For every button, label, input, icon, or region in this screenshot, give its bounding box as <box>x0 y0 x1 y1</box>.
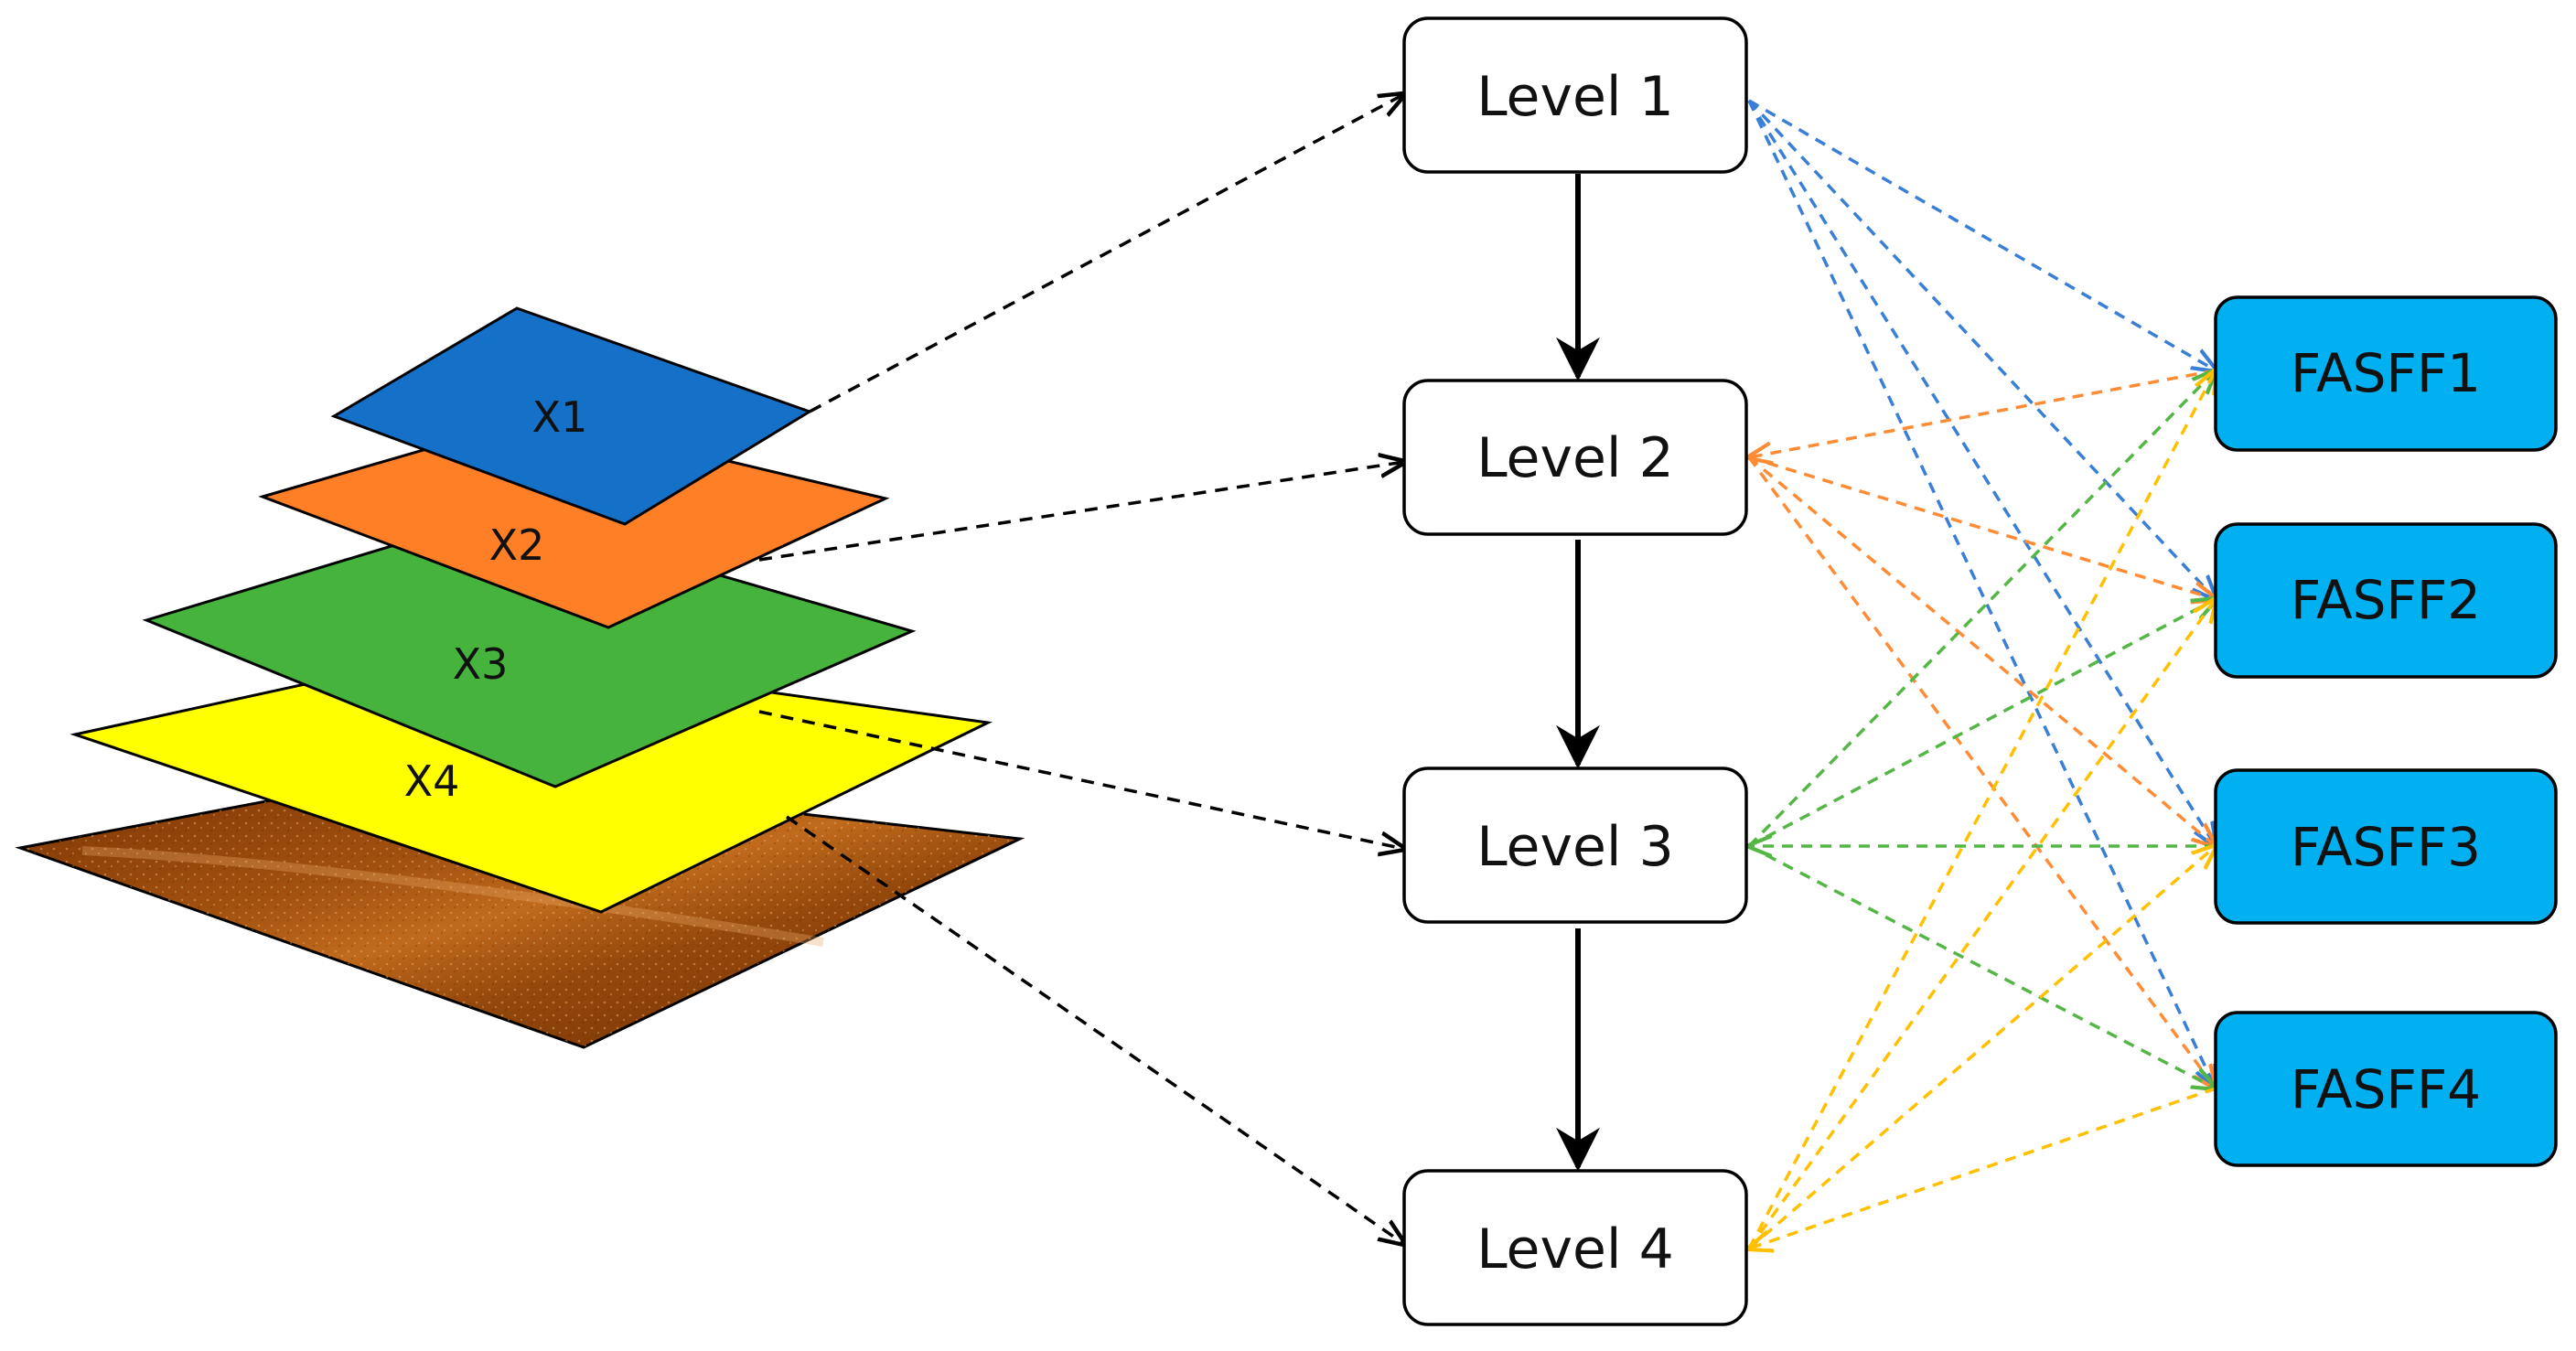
level-2-label: Level 2 <box>1476 426 1674 490</box>
level-1-box: Level 1 <box>1402 16 1748 174</box>
fasff-1-box: FASFF1 <box>2214 295 2558 452</box>
level-4-box: Level 4 <box>1402 1169 1748 1326</box>
layer-x1-label: X1 <box>532 392 588 442</box>
layer-x3-label: X3 <box>453 639 509 689</box>
fasff-4-box: FASFF4 <box>2214 1011 2558 1167</box>
level-4-label: Level 4 <box>1476 1217 1674 1281</box>
layer-x3: X3 <box>142 510 917 788</box>
fusion-link <box>1747 599 2216 1250</box>
fasff-3-label: FASFF3 <box>2291 816 2481 878</box>
fusion-links <box>1747 99 2216 1249</box>
input-feature-stack: X4 X3 X2 X1 <box>15 306 1025 1049</box>
fusion-link <box>1748 844 2216 1088</box>
level-3-box: Level 3 <box>1402 767 1748 924</box>
fasff-2-label: FASFF2 <box>2291 569 2481 631</box>
level-1-label: Level 1 <box>1476 65 1674 129</box>
fusion-link <box>1747 99 2216 599</box>
level-column: Level 1 Level 2 Level 3 Level 4 <box>1402 16 1748 1326</box>
fusion-link <box>1747 456 2216 1088</box>
layer-x2-label: X2 <box>489 520 545 570</box>
fusion-link <box>1749 1087 2216 1249</box>
fusion-link <box>1747 370 2216 1249</box>
fusion-links-level2 <box>1747 369 2216 1088</box>
fasff-1-label: FASFF1 <box>2291 342 2481 404</box>
link-x3-level3 <box>758 710 1404 849</box>
layer-x2: X2 <box>258 414 890 629</box>
fasff-2-box: FASFF2 <box>2214 522 2558 679</box>
layer-x4-label: X4 <box>404 756 460 806</box>
fusion-link <box>1747 370 2216 848</box>
fasff-4-label: FASFF4 <box>2291 1058 2481 1120</box>
fusion-links-level4 <box>1749 370 2216 1249</box>
fusion-link <box>1747 100 2216 846</box>
level-3-label: Level 3 <box>1476 815 1674 879</box>
fusion-link <box>1749 369 2216 457</box>
input-to-level-links <box>758 94 1404 1244</box>
fusion-link <box>1748 456 2216 599</box>
fusion-link <box>1747 100 2216 1088</box>
fusion-link <box>1747 456 2216 846</box>
fasff-3-box: FASFF3 <box>2214 768 2558 925</box>
fusion-link <box>1747 846 2216 1250</box>
fusion-link <box>1748 99 2216 370</box>
fusion-link <box>1748 599 2216 848</box>
fasff-column: FASFF1 FASFF2 FASFF3 FASFF4 <box>2214 295 2558 1167</box>
link-x1-level1 <box>809 94 1404 413</box>
link-x4-level4 <box>786 815 1404 1244</box>
fusion-links-level3 <box>1749 370 2216 1088</box>
fusion-links-level1 <box>1747 99 2216 1088</box>
level-2-box: Level 2 <box>1402 379 1748 536</box>
